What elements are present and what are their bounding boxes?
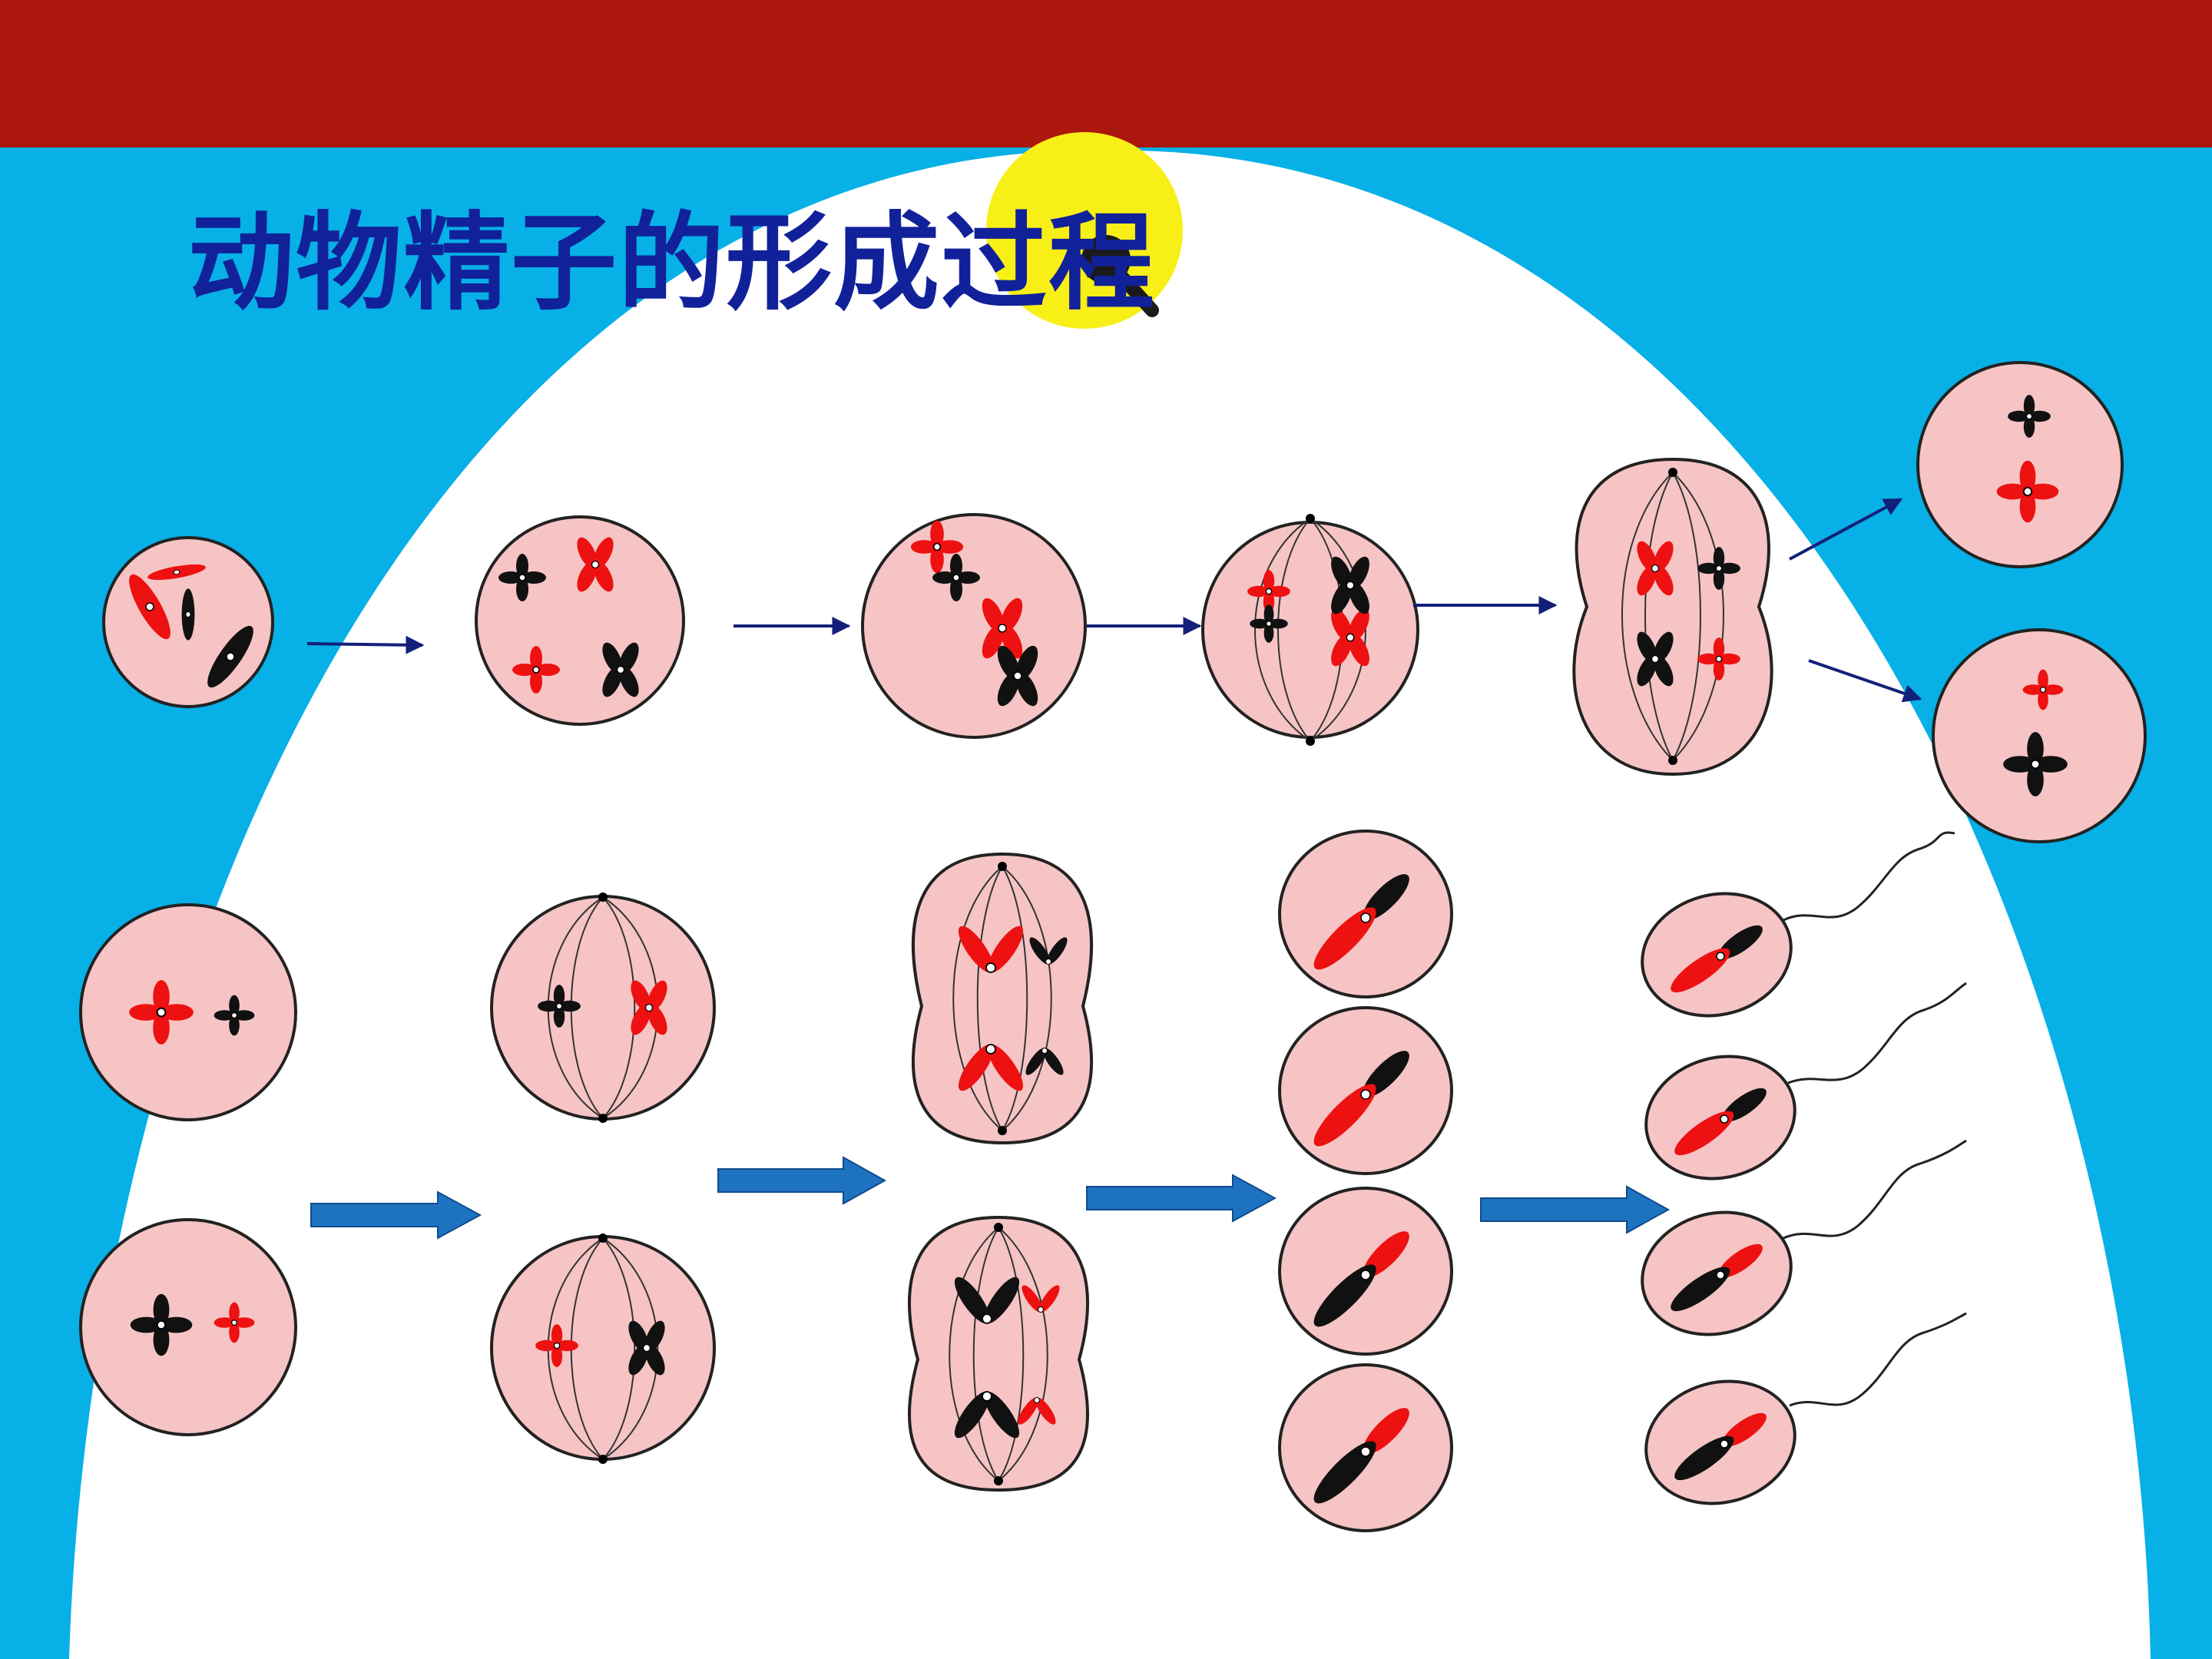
sperm-4 xyxy=(1644,1312,1967,1505)
cell-secondary-bottom-start xyxy=(79,1218,297,1436)
sperm-1 xyxy=(1641,831,1955,1018)
cell-metaphase-i xyxy=(1201,514,1419,746)
spermatid-3 xyxy=(1278,1187,1453,1356)
spermatid-2 xyxy=(1278,1006,1453,1175)
slide-title: 动物精子的形成过程 xyxy=(188,201,1157,325)
white-background-area xyxy=(69,150,2151,1659)
cell-metaphase-ii-bottom xyxy=(490,1233,716,1464)
spermatid-1 xyxy=(1278,830,1453,998)
sperm-3 xyxy=(1641,1139,1967,1336)
arrow-1 xyxy=(306,635,425,654)
cell-anaphase-ii-top xyxy=(912,852,1093,1145)
cell-secondary-spermatocyte-top xyxy=(1916,361,2124,568)
cell-prophase-i xyxy=(475,515,685,726)
block-arrow-4 xyxy=(1480,1185,1671,1234)
block-arrow-3 xyxy=(1086,1174,1277,1223)
spermatid-4 xyxy=(1278,1363,1453,1532)
cell-anaphase-ii-bottom xyxy=(907,1215,1090,1492)
top-banner xyxy=(0,0,2212,147)
cell-anaphase-i xyxy=(1572,457,1773,777)
cell-spermatogonium xyxy=(102,536,274,708)
magnifier-badge xyxy=(986,132,1183,329)
arrow-5a xyxy=(1789,498,1903,561)
cell-metaphase-ii-top xyxy=(490,892,716,1123)
block-arrow-2 xyxy=(717,1156,887,1205)
sperm-2 xyxy=(1644,982,1967,1181)
cell-secondary-spermatocyte-bottom xyxy=(1932,628,2147,843)
cell-prophase-i-late xyxy=(861,513,1087,739)
block-arrow-1 xyxy=(310,1190,482,1240)
arrow-5b xyxy=(1808,659,1922,703)
cell-secondary-top-start xyxy=(79,903,297,1121)
magnifier-icon xyxy=(1081,235,1159,317)
